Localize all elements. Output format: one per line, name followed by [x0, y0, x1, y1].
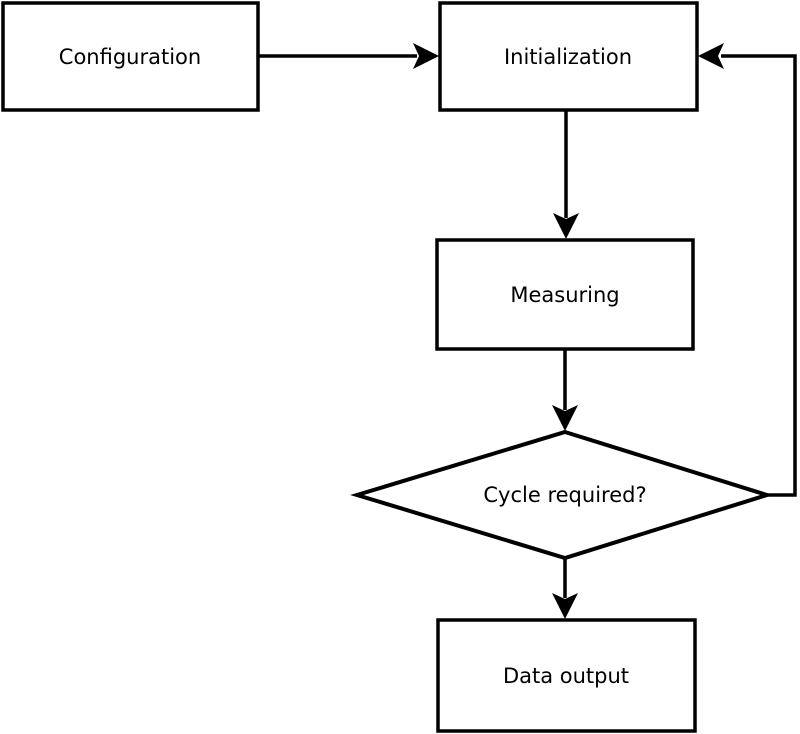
edge-cycle-required-to-initialization-loop [698, 43, 797, 497]
arrowhead-down-icon [552, 405, 578, 431]
measuring-label: Measuring [510, 283, 619, 307]
edge-configuration-to-initialization [258, 43, 439, 69]
measuring-box [435, 238, 695, 351]
initialization-label: Initialization [504, 45, 632, 69]
data-output-box [436, 618, 697, 733]
arrowhead-down-icon [552, 593, 578, 619]
data-output-label: Data output [503, 664, 629, 688]
configuration-box [1, 1, 260, 112]
cycle-required-diamond [350, 429, 774, 561]
arrowhead-right-icon [413, 43, 439, 69]
node-measuring: Measuring [435, 238, 695, 351]
edge-cycle-required-to-data-output [552, 558, 578, 619]
arrowhead-left-icon [698, 43, 724, 69]
initialization-box [438, 1, 699, 112]
node-configuration: Configuration [1, 1, 260, 112]
configuration-label: Configuration [59, 45, 201, 69]
node-data-output: Data output [436, 618, 697, 733]
arrowhead-down-icon [553, 213, 579, 239]
cycle-required-label: Cycle required? [483, 483, 646, 507]
edge-loop-line [721, 54, 797, 497]
edge-measuring-to-cycle-required [552, 349, 578, 431]
node-initialization: Initialization [438, 1, 699, 112]
node-cycle-required: Cycle required? [350, 429, 774, 561]
edge-initialization-to-measuring [553, 110, 579, 239]
